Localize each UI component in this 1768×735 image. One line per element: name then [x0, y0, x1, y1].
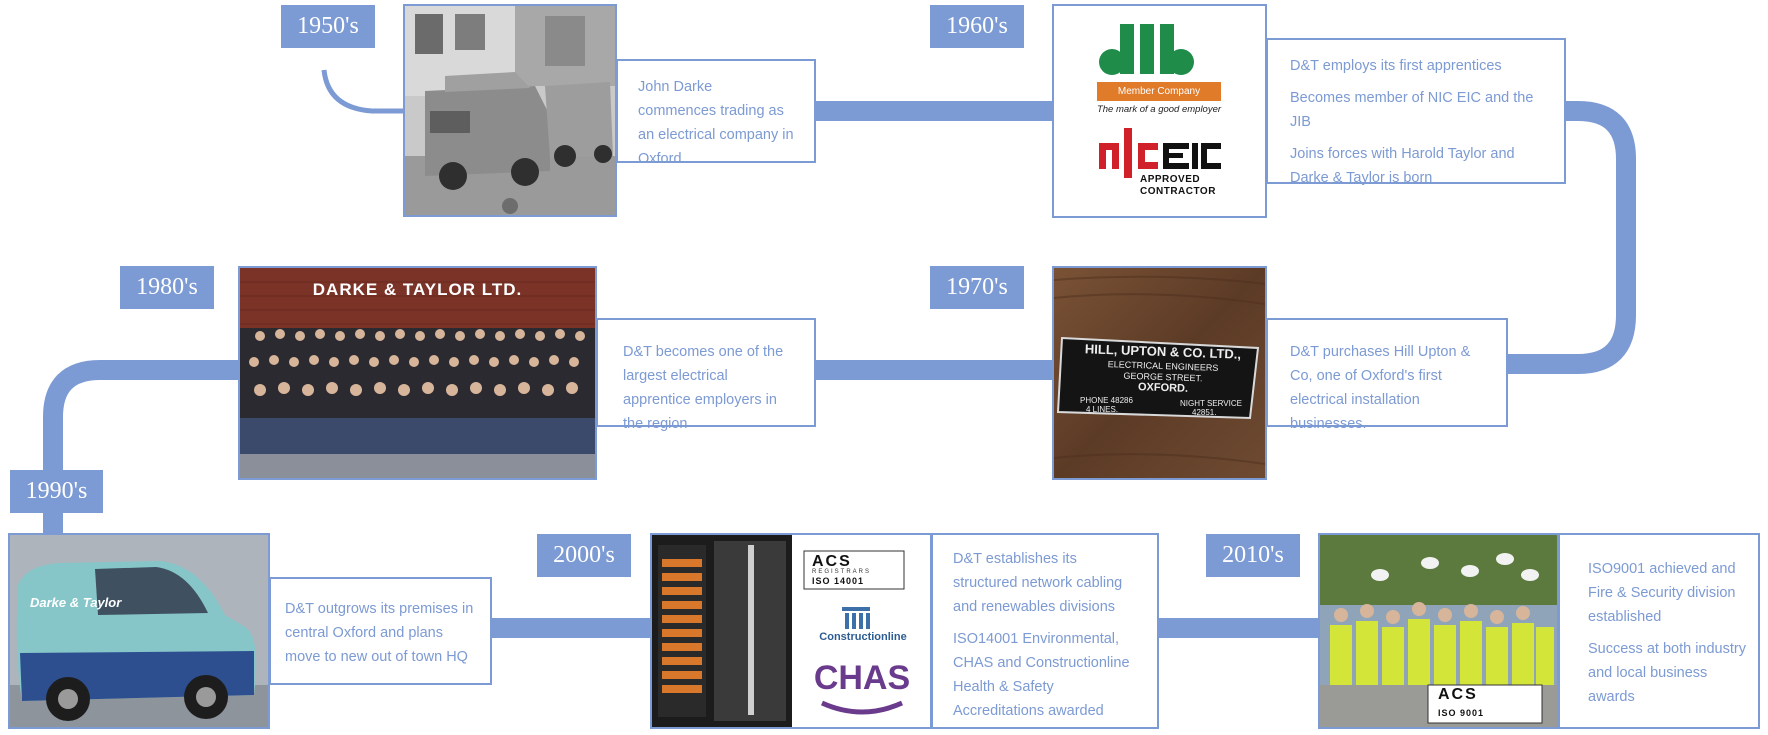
event-box-1960: D&T employs its first apprentices Become… [1266, 38, 1566, 186]
constructionline-icon [842, 607, 870, 629]
staff-group-illustration [240, 268, 595, 478]
van-illustration [10, 535, 268, 727]
plaque-phone: PHONE 48286 [1080, 396, 1133, 405]
event-text: Success at both industry and local busin… [1588, 641, 1746, 705]
logo-box-1960: Member Company The mark of a good employ… [1052, 4, 1267, 218]
photo-2010-team: ACS ISO 9001 [1318, 533, 1559, 729]
decade-badge-2000: 2000's [537, 534, 631, 577]
event-box-1950: John Darke commences trading as an elect… [616, 59, 816, 167]
plaque-night: NIGHT SERVICE [1180, 399, 1242, 408]
event-box-2010: ISO9001 achieved and Fire & Security div… [1558, 533, 1760, 729]
decade-badge-1960: 1960's [930, 5, 1024, 48]
decade-badge-1990: 1990's [10, 470, 103, 513]
photo-1980-staff: DARKE & TAYLOR LTD. [238, 266, 597, 480]
jib-logo [1097, 24, 1221, 101]
vans-illustration [405, 6, 615, 215]
photo-1990-van: Darke & Taylor [8, 533, 270, 729]
event-box-1970: D&T purchases Hill Upton & Co, one of Ox… [1266, 318, 1508, 432]
iso9001-label: ISO 9001 [1438, 708, 1485, 718]
event-box-2000: D&T establishes its structured network c… [931, 533, 1159, 729]
plaque-lines: 4 LINES. [1086, 405, 1119, 414]
cabinet-illustration [652, 535, 905, 727]
niceic-logo [1099, 128, 1221, 178]
chas-swoosh-icon [820, 700, 904, 715]
acs-logo-text: ACS [812, 553, 852, 570]
event-box-1990: D&T outgrows its premises in central Oxf… [269, 577, 492, 685]
chas-logo: CHAS [813, 659, 911, 697]
acs-registrars: REGISTRARS [812, 569, 872, 575]
jib-tagline: The mark of a good employer [1096, 104, 1222, 115]
constructionline-logo: Constructionline [819, 631, 907, 643]
plaque-illustration [1054, 268, 1265, 478]
photo-2000-network-cabinet: ACS REGISTRARS ISO 14001 Constructionlin… [650, 533, 932, 729]
event-text: D&T establishes its structured network c… [953, 551, 1123, 615]
event-text: ISO14001 Environmental, CHAS and Constru… [953, 631, 1130, 719]
plaque-night-number: 42851. [1192, 408, 1217, 417]
event-text: D&T employs its first apprentices [1290, 58, 1502, 74]
event-box-1980: D&T becomes one of the largest electrica… [596, 318, 816, 432]
decade-badge-1970: 1970's [930, 266, 1024, 309]
jib-member-label: Member Company [1117, 86, 1201, 97]
decade-badge-1950: 1950's [281, 5, 375, 48]
photo-1950-vans [403, 4, 617, 217]
niceic-contractor: CONTRACTOR [1140, 186, 1216, 197]
event-text: Becomes member of NIC EIC and the JIB [1290, 90, 1534, 130]
team-illustration [1320, 535, 1557, 727]
photo-1970-plaque: HILL, UPTON & CO. LTD., ELECTRICAL ENGIN… [1052, 266, 1267, 480]
van-brand: Darke & Taylor [30, 595, 122, 610]
event-text: D&T outgrows its premises in central Oxf… [285, 601, 474, 665]
decade-badge-1980: 1980's [120, 266, 214, 309]
niceic-approved: APPROVED [1140, 174, 1201, 185]
acs-logo-text-2010: ACS [1438, 686, 1478, 703]
decade-badge-2010: 2010's [1206, 534, 1300, 577]
event-text: D&T purchases Hill Upton & Co, one of Ox… [1290, 344, 1471, 432]
event-text: ISO9001 achieved and Fire & Security div… [1588, 561, 1736, 625]
event-text: John Darke commences trading as an elect… [638, 79, 794, 167]
event-text: D&T becomes one of the largest electrica… [623, 344, 784, 432]
iso14001-label: ISO 14001 [812, 576, 865, 586]
staff-banner: DARKE & TAYLOR LTD. [312, 280, 523, 299]
event-text: Joins forces with Harold Taylor and Dark… [1290, 146, 1515, 186]
